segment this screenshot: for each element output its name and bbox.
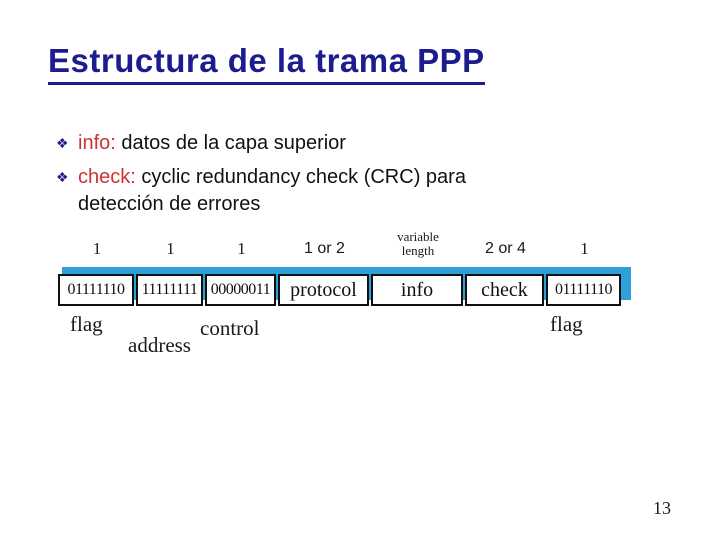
field-label-flag-right: flag <box>550 312 583 336</box>
field-size: 1 <box>92 239 102 258</box>
bullet-body: datos de la capa superior <box>121 132 346 154</box>
list-item: ❖ info: datos de la capa superior <box>56 130 536 157</box>
frame-fields-row: 01111110 11111111 00000011 protocol info… <box>58 274 621 306</box>
frame-field-flag-start: 01111110 <box>58 274 134 306</box>
field-size: 2 or 4 <box>485 240 526 257</box>
frame-field-check: check <box>465 274 544 306</box>
field-size: 1 <box>237 239 246 258</box>
frame-field-address: 11111111 <box>136 274 203 306</box>
bullet-text-info: info: datos de la capa superior <box>78 130 346 157</box>
bullet-keyword: check: <box>78 166 136 188</box>
diamond-bullet-icon: ❖ <box>56 135 69 151</box>
frame-field-info: info <box>371 274 463 306</box>
field-label-control: control <box>200 316 260 340</box>
diamond-bullet-icon: ❖ <box>56 169 69 185</box>
field-size: variable length <box>397 229 439 258</box>
page-title: Estructura de la trama PPP <box>48 42 485 85</box>
list-item: ❖ check: cyclic redundancy check (CRC) p… <box>56 164 536 218</box>
field-label-flag-left: flag <box>70 312 103 336</box>
field-sizes-row: 1 1 1 1 or 2 variable length 2 or 4 1 <box>58 226 623 259</box>
field-size: 1 <box>580 239 589 258</box>
field-size: 1 <box>166 239 175 258</box>
bullet-keyword: info: <box>78 132 116 154</box>
field-size: 1 or 2 <box>304 240 345 257</box>
frame-field-protocol: protocol <box>278 274 369 306</box>
bullet-text-check: check: cyclic redundancy check (CRC) par… <box>78 164 536 218</box>
bullet-body: cyclic redundancy check (CRC) para detec… <box>78 166 466 215</box>
page-number: 13 <box>653 498 671 518</box>
bullet-list: ❖ info: datos de la capa superior ❖ chec… <box>56 130 536 225</box>
field-label-address: address <box>128 333 191 357</box>
frame-field-flag-end: 01111110 <box>546 274 621 306</box>
frame-field-control: 00000011 <box>205 274 276 306</box>
